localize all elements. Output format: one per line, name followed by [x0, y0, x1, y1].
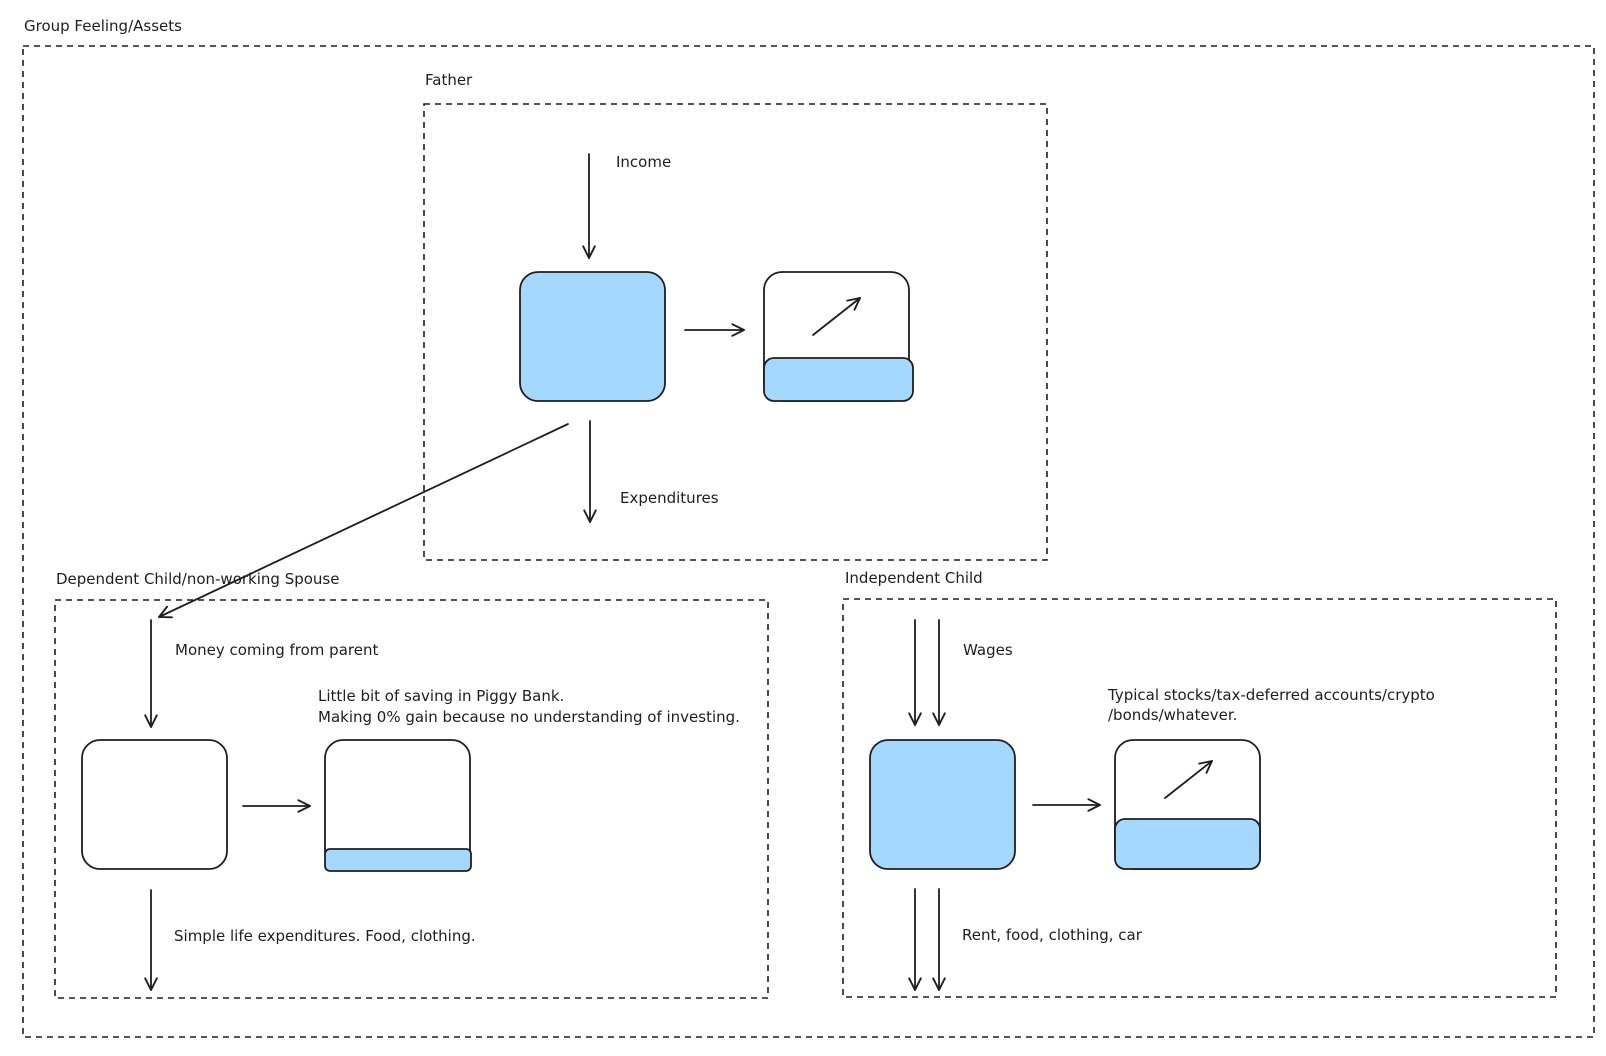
dependent-expenditures-label: Simple life expenditures. Food, clothing… — [174, 927, 476, 945]
independent-investment-account — [1114, 739, 1261, 870]
father-wallet-box — [519, 271, 666, 402]
dependent-saving-note-line1: Little bit of saving in Piggy Bank. — [318, 687, 564, 705]
group-title: Group Feeling/Assets — [24, 17, 182, 35]
piggy-bank-fill — [324, 848, 472, 872]
independent-investments-line1: Typical stocks/tax-deferred accounts/cry… — [1107, 686, 1435, 704]
independent-frame — [842, 598, 1557, 998]
independent-wages-label: Wages — [963, 641, 1013, 659]
dependent-frame — [54, 599, 769, 999]
growth-arrow-icon — [812, 297, 861, 336]
independent-title: Independent Child — [845, 569, 983, 587]
father-account-fill — [763, 357, 914, 402]
independent-investments-line2: /bonds/whatever. — [1108, 706, 1237, 724]
independent-expenditures-label: Rent, food, clothing, car — [962, 926, 1143, 944]
father-investment-account — [763, 271, 914, 402]
dependent-saving-note-line2: Making 0% gain because no understanding … — [318, 708, 740, 726]
independent-wallet-box — [869, 739, 1016, 870]
dependent-title: Dependent Child/non-working Spouse — [56, 570, 339, 588]
father-title: Father — [425, 71, 473, 89]
dependent-money-label: Money coming from parent — [175, 641, 378, 659]
father-frame — [423, 103, 1048, 561]
independent-account-fill — [1114, 818, 1261, 870]
piggy-bank — [324, 739, 472, 872]
father-income-label: Income — [616, 153, 671, 171]
growth-arrow-icon — [1164, 760, 1213, 799]
father-expenditures-label: Expenditures — [620, 489, 719, 507]
group-frame — [22, 45, 1595, 1038]
parent-transfer-arrow — [158, 423, 569, 619]
dependent-wallet-box — [81, 739, 228, 870]
